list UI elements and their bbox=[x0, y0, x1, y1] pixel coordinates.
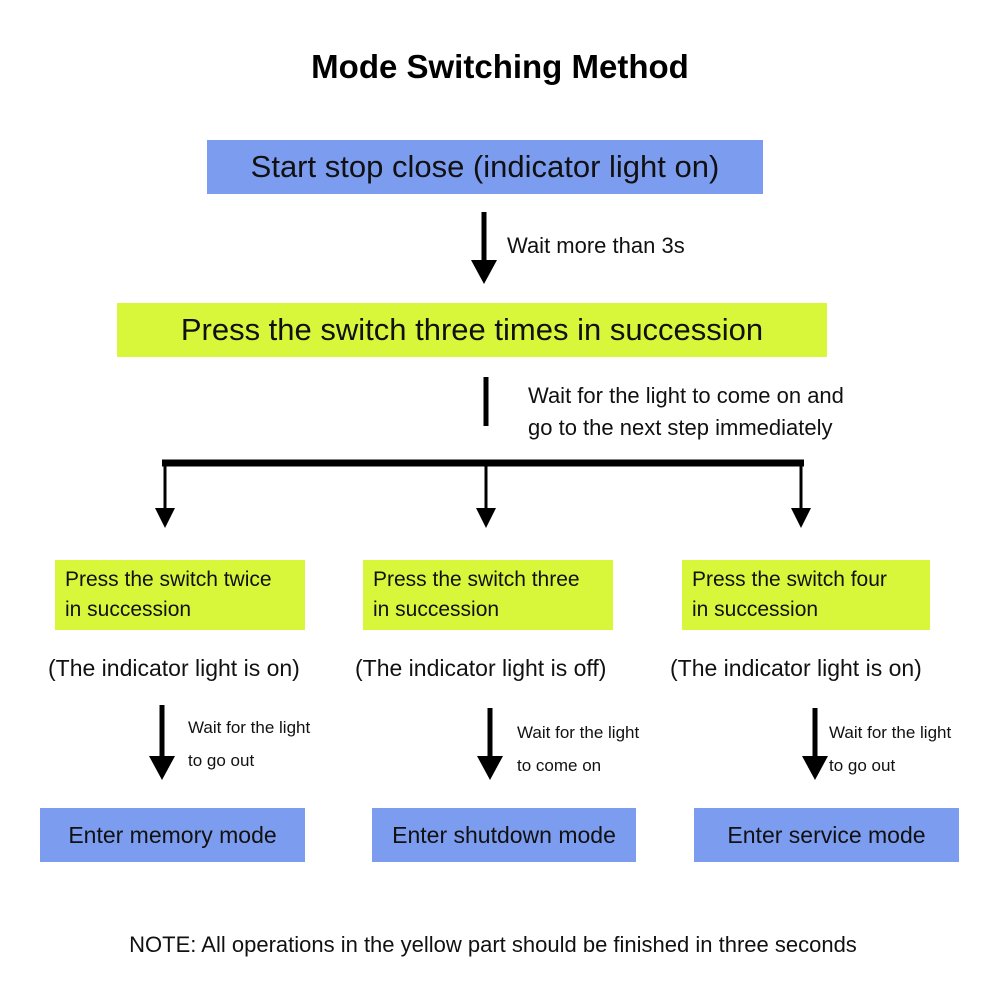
wait-light-on-label: Wait for the light to come on and go to … bbox=[528, 380, 844, 444]
footer-note: NOTE: All operations in the yellow part … bbox=[129, 932, 857, 957]
mode-text-memory: Enter memory mode bbox=[68, 821, 277, 848]
mode-arrow-head-3 bbox=[802, 756, 828, 780]
wait-3s-label: Wait more than 3s bbox=[507, 233, 685, 258]
branch-wait-line1: Wait for the light bbox=[517, 723, 640, 742]
branch-wait-line1: Wait for the light bbox=[829, 723, 952, 742]
branch-wait-line2: to come on bbox=[517, 756, 602, 775]
mode-arrow-head-2 bbox=[477, 756, 503, 780]
mode-box-shutdown: Enter shutdown mode bbox=[372, 808, 636, 862]
branch-status-3: (The indicator light is on) bbox=[670, 655, 922, 681]
branch-press-box-1: Press the switch twice in succession bbox=[55, 560, 305, 630]
press-three-times-box: Press the switch three times in successi… bbox=[117, 303, 827, 357]
branch-status-2: (The indicator light is off) bbox=[355, 655, 607, 681]
branch-press-line1: Press the switch four bbox=[692, 568, 887, 591]
start-stop-box: Start stop close (indicator light on) bbox=[207, 140, 763, 194]
branch-press-line1: Press the switch three bbox=[373, 568, 580, 591]
branch-wait-2: Wait for the light to come on bbox=[517, 716, 639, 782]
branch-press-line1: Press the switch twice bbox=[65, 568, 272, 591]
diagram-title: Mode Switching Method bbox=[311, 48, 689, 85]
branch-press-line2: in succession bbox=[692, 598, 819, 621]
mode-box-memory: Enter memory mode bbox=[40, 808, 305, 862]
wait-light-on-line1: Wait for the light to come on and bbox=[528, 383, 844, 408]
wait-light-on-line2: go to the next step immediately bbox=[528, 415, 833, 440]
branch-press-box-3: Press the switch four in succession bbox=[682, 560, 930, 630]
branch-arrow-head-1 bbox=[155, 508, 175, 528]
branch-press-box-2: Press the switch three in succession bbox=[363, 560, 613, 630]
branch-wait-3: Wait for the light to go out bbox=[829, 716, 951, 782]
branch-status-1: (The indicator light is on) bbox=[48, 655, 300, 681]
branch-arrow-head-3 bbox=[791, 508, 811, 528]
branch-wait-line2: to go out bbox=[188, 751, 255, 770]
mode-text-service: Enter service mode bbox=[727, 821, 926, 848]
branch-wait-line2: to go out bbox=[829, 756, 896, 775]
press-three-times-text: Press the switch three times in successi… bbox=[180, 312, 764, 347]
branch-arrow-head-2 bbox=[476, 508, 496, 528]
branch-press-line2: in succession bbox=[65, 598, 192, 621]
branch-wait-1: Wait for the light to go out bbox=[188, 711, 310, 777]
mode-text-shutdown: Enter shutdown mode bbox=[392, 821, 616, 848]
arrow-head-start bbox=[471, 260, 497, 284]
mode-box-service: Enter service mode bbox=[694, 808, 959, 862]
branch-press-line2: in succession bbox=[373, 598, 500, 621]
start-stop-text: Start stop close (indicator light on) bbox=[250, 149, 720, 184]
mode-arrow-head-1 bbox=[149, 756, 175, 780]
branch-wait-line1: Wait for the light bbox=[188, 718, 311, 737]
